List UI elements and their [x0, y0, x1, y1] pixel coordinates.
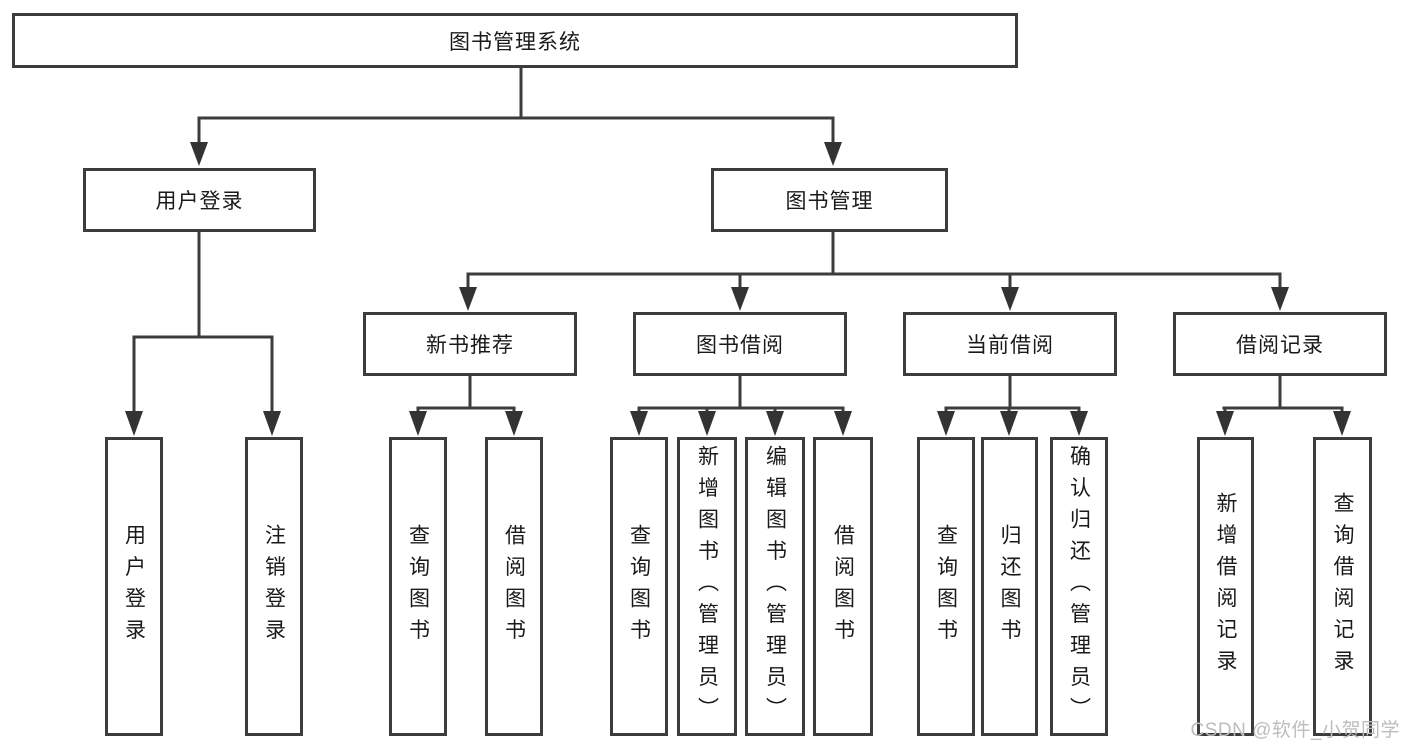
- node-root: 图书管理系统: [12, 13, 1018, 68]
- leaf-borrow-query-books: 查询图书: [610, 437, 668, 736]
- leaf-records-add-record-label: 新增借阅记录: [1214, 492, 1237, 681]
- leaf-current-query-books-label: 查询图书: [934, 523, 958, 650]
- node-book-borrow: 图书借阅: [633, 312, 847, 376]
- node-root-label: 图书管理系统: [449, 30, 581, 54]
- node-user-login: 用户登录: [83, 168, 316, 232]
- leaf-current-return-books-label: 归还图书: [998, 523, 1021, 650]
- leaf-borrow-borrow-books-label: 借阅图书: [831, 523, 855, 650]
- node-current-borrow-label: 当前借阅: [966, 334, 1054, 357]
- watermark-text: CSDN @软件_小贺同学: [1190, 720, 1400, 741]
- node-new-book-recommend-label: 新书推荐: [426, 334, 514, 357]
- leaf-user-login: 用户登录: [105, 437, 163, 736]
- leaf-user-login-label: 用户登录: [122, 523, 146, 650]
- leaf-borrow-edit-books-admin-label: 编辑图书（管理员）: [763, 444, 787, 729]
- node-book-borrow-label: 图书借阅: [696, 334, 784, 357]
- arrowheads: [125, 142, 1351, 436]
- node-borrow-records-label: 借阅记录: [1236, 334, 1324, 357]
- node-borrow-records: 借阅记录: [1173, 312, 1387, 376]
- leaf-records-query-record: 查询借阅记录: [1313, 437, 1372, 736]
- leaf-recommend-query-books-label: 查询图书: [406, 523, 430, 650]
- leaf-borrow-query-books-label: 查询图书: [627, 523, 651, 650]
- leaf-current-confirm-return-admin-label: 确认归还（管理员）: [1067, 444, 1091, 729]
- leaf-logout-label: 注销登录: [262, 523, 286, 650]
- leaf-borrow-add-books-admin-label: 新增图书（管理员）: [695, 444, 719, 729]
- node-user-login-label: 用户登录: [155, 190, 244, 213]
- leaf-recommend-borrow-books: 借阅图书: [485, 437, 543, 736]
- leaf-logout: 注销登录: [245, 437, 303, 736]
- node-new-book-recommend: 新书推荐: [363, 312, 577, 376]
- leaf-borrow-edit-books-admin: 编辑图书（管理员）: [745, 437, 805, 736]
- node-book-management-label: 图书管理: [785, 190, 874, 213]
- leaf-records-query-record-label: 查询借阅记录: [1331, 492, 1354, 681]
- leaf-current-confirm-return-admin: 确认归还（管理员）: [1050, 437, 1108, 736]
- leaf-current-return-books: 归还图书: [981, 437, 1038, 736]
- leaf-borrow-borrow-books: 借阅图书: [813, 437, 873, 736]
- node-book-management: 图书管理: [711, 168, 948, 232]
- leaf-recommend-borrow-books-label: 借阅图书: [502, 523, 526, 650]
- leaf-current-query-books: 查询图书: [917, 437, 975, 736]
- leaf-borrow-add-books-admin: 新增图书（管理员）: [677, 437, 737, 736]
- leaf-records-add-record: 新增借阅记录: [1197, 437, 1254, 736]
- leaf-recommend-query-books: 查询图书: [389, 437, 447, 736]
- node-current-borrow: 当前借阅: [903, 312, 1117, 376]
